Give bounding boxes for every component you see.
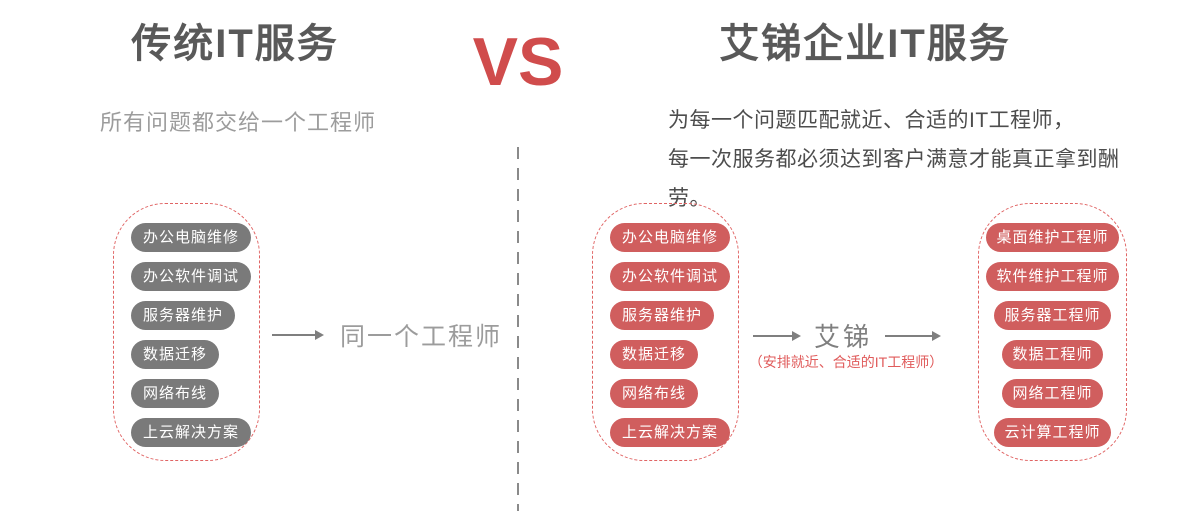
engineer-pill: 软件维护工程师 [986, 262, 1119, 291]
left-subtitle: 所有问题都交给一个工程师 [100, 110, 377, 135]
service-pill: 数据迁移 [610, 340, 699, 369]
right-subtitle-line1: 为每一个问题匹配就近、合适的IT工程师， [668, 109, 1075, 132]
vs-label: VS [472, 24, 564, 100]
engineer-pill: 数据工程师 [1002, 340, 1103, 369]
engineer-pill: 服务器工程师 [994, 301, 1111, 330]
left-title: 传统IT服务 [131, 22, 339, 66]
service-pill: 服务器维护 [131, 301, 236, 330]
broker-flow: 艾锑 [753, 317, 942, 354]
service-pill: 上云解决方案 [610, 418, 731, 447]
engineer-pill: 网络工程师 [1002, 379, 1103, 408]
arrow-right-icon [753, 330, 801, 341]
service-pill: 办公软件调试 [131, 262, 252, 291]
broker-note: （安排就近、合适的IT工程师） [748, 354, 944, 370]
service-pill: 网络布线 [610, 379, 699, 408]
service-pill: 办公电脑维修 [131, 223, 252, 252]
arrow-right-icon [885, 330, 942, 341]
right-subtitle: 为每一个问题匹配就近、合适的IT工程师， 每一次服务都必须达到客户满意才能真正拿… [668, 101, 1158, 218]
service-pill: 网络布线 [131, 379, 220, 408]
engineer-pill: 云计算工程师 [994, 418, 1111, 447]
service-pill: 办公电脑维修 [610, 223, 731, 252]
aiti-services-group: 办公电脑维修办公软件调试服务器维护数据迁移网络布线上云解决方案 [592, 203, 739, 461]
service-pill: 服务器维护 [610, 301, 715, 330]
single-engineer-label: 同一个工程师 [340, 323, 503, 351]
broker-label: 艾锑 [814, 322, 873, 352]
engineers-group: 桌面维护工程师软件维护工程师服务器工程师数据工程师网络工程师云计算工程师 [978, 203, 1127, 461]
vertical-dashed-divider [517, 147, 519, 511]
engineer-pill: 桌面维护工程师 [986, 223, 1119, 252]
arrow-right-icon [272, 330, 324, 340]
right-title: 艾锑企业IT服务 [719, 22, 1011, 66]
service-pill: 数据迁移 [131, 340, 220, 369]
traditional-services-group: 办公电脑维修办公软件调试服务器维护数据迁移网络布线上云解决方案 [113, 203, 260, 461]
service-pill: 办公软件调试 [610, 262, 731, 291]
left-flow: 同一个工程师 [272, 317, 502, 353]
service-pill: 上云解决方案 [131, 418, 252, 447]
